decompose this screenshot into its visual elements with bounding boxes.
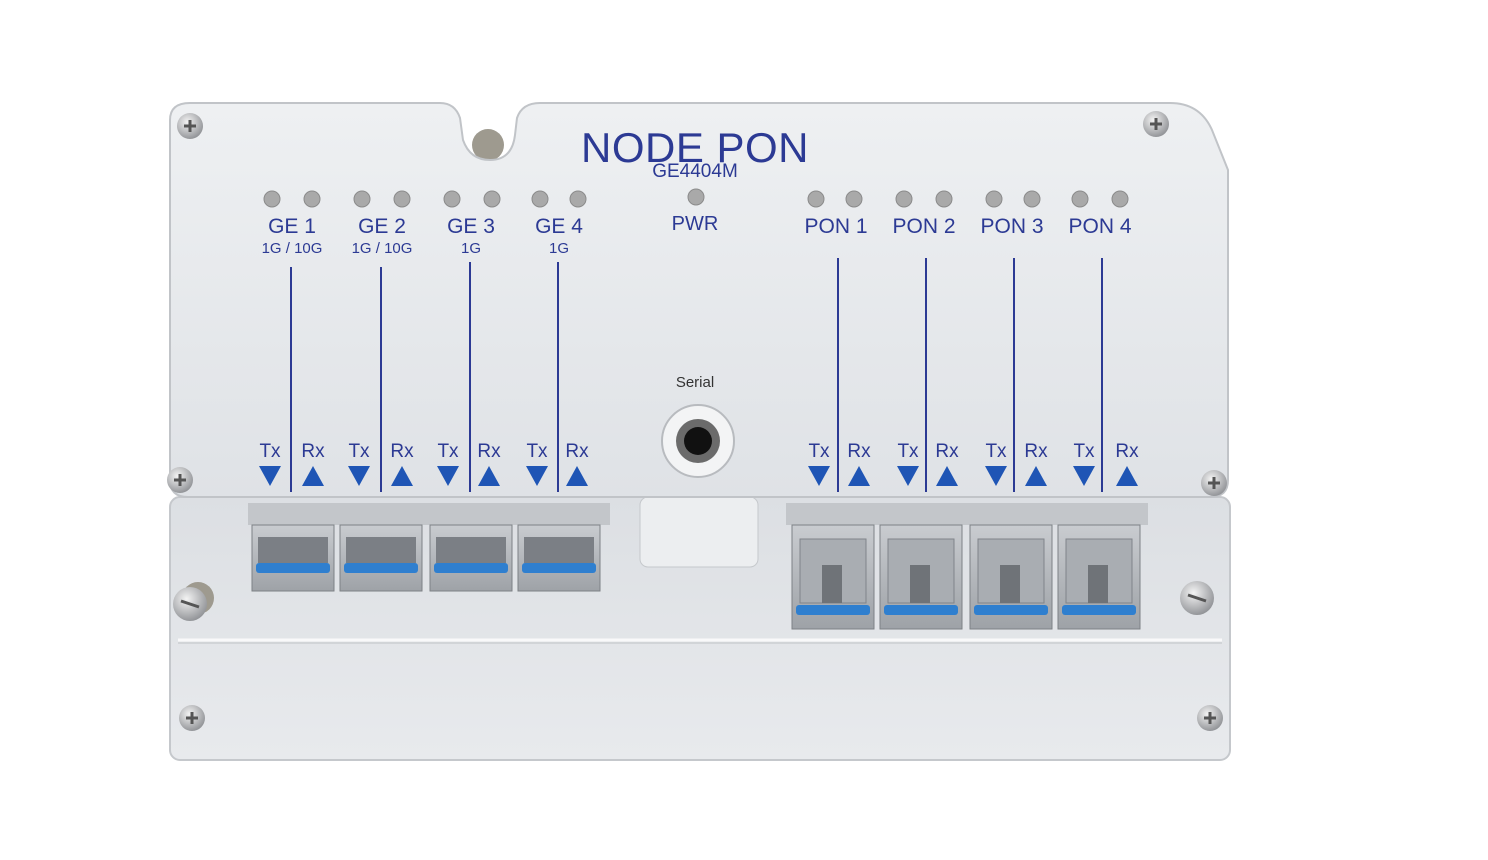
pon2-tx-label: Tx bbox=[897, 441, 919, 462]
ge2-speed: 1G / 10G bbox=[351, 240, 413, 257]
ge1-rx-label: Rx bbox=[301, 441, 325, 462]
pon1-label: PON 1 bbox=[804, 215, 868, 238]
ge-sfp-cages bbox=[248, 503, 610, 592]
pon3-rx-label: Rx bbox=[1024, 441, 1048, 462]
pon3-tx-label: Tx bbox=[985, 441, 1007, 462]
pon1-tx-label: Tx bbox=[808, 441, 830, 462]
ge3-label: GE 3 bbox=[447, 215, 495, 238]
pon4-tx-label: Tx bbox=[1073, 441, 1095, 462]
pon3-label: PON 3 bbox=[980, 215, 1044, 238]
device-model: GE4404M bbox=[652, 161, 738, 182]
pon-sfp-cages bbox=[786, 503, 1148, 630]
device-title: NODE PON bbox=[580, 124, 810, 171]
ge3-rx-label: Rx bbox=[477, 441, 501, 462]
serial-jack bbox=[661, 404, 735, 478]
ge4-label: GE 4 bbox=[535, 215, 583, 238]
txrx-arrows bbox=[259, 466, 1138, 486]
serial-label: Serial bbox=[675, 374, 715, 391]
status-leds bbox=[263, 188, 1129, 208]
pon4-label: PON 4 bbox=[1068, 215, 1132, 238]
ge2-label: GE 2 bbox=[358, 215, 406, 238]
power-label: PWR bbox=[671, 213, 719, 235]
ge1-speed: 1G / 10G bbox=[261, 240, 323, 257]
ge2-rx-label: Rx bbox=[390, 441, 414, 462]
ge1-tx-label: Tx bbox=[259, 441, 281, 462]
ge3-speed: 1G bbox=[460, 240, 481, 257]
ge3-tx-label: Tx bbox=[437, 441, 459, 462]
ge1-label: GE 1 bbox=[268, 215, 316, 238]
pon4-rx-label: Rx bbox=[1115, 441, 1139, 462]
ge2-tx-label: Tx bbox=[348, 441, 370, 462]
screws bbox=[167, 111, 1227, 731]
pon2-rx-label: Rx bbox=[935, 441, 959, 462]
ge4-speed: 1G bbox=[548, 240, 569, 257]
ge4-rx-label: Rx bbox=[565, 441, 589, 462]
pon1-rx-label: Rx bbox=[847, 441, 871, 462]
port-divider-lines bbox=[290, 258, 1103, 492]
ge4-tx-label: Tx bbox=[526, 441, 548, 462]
pon2-label: PON 2 bbox=[892, 215, 956, 238]
